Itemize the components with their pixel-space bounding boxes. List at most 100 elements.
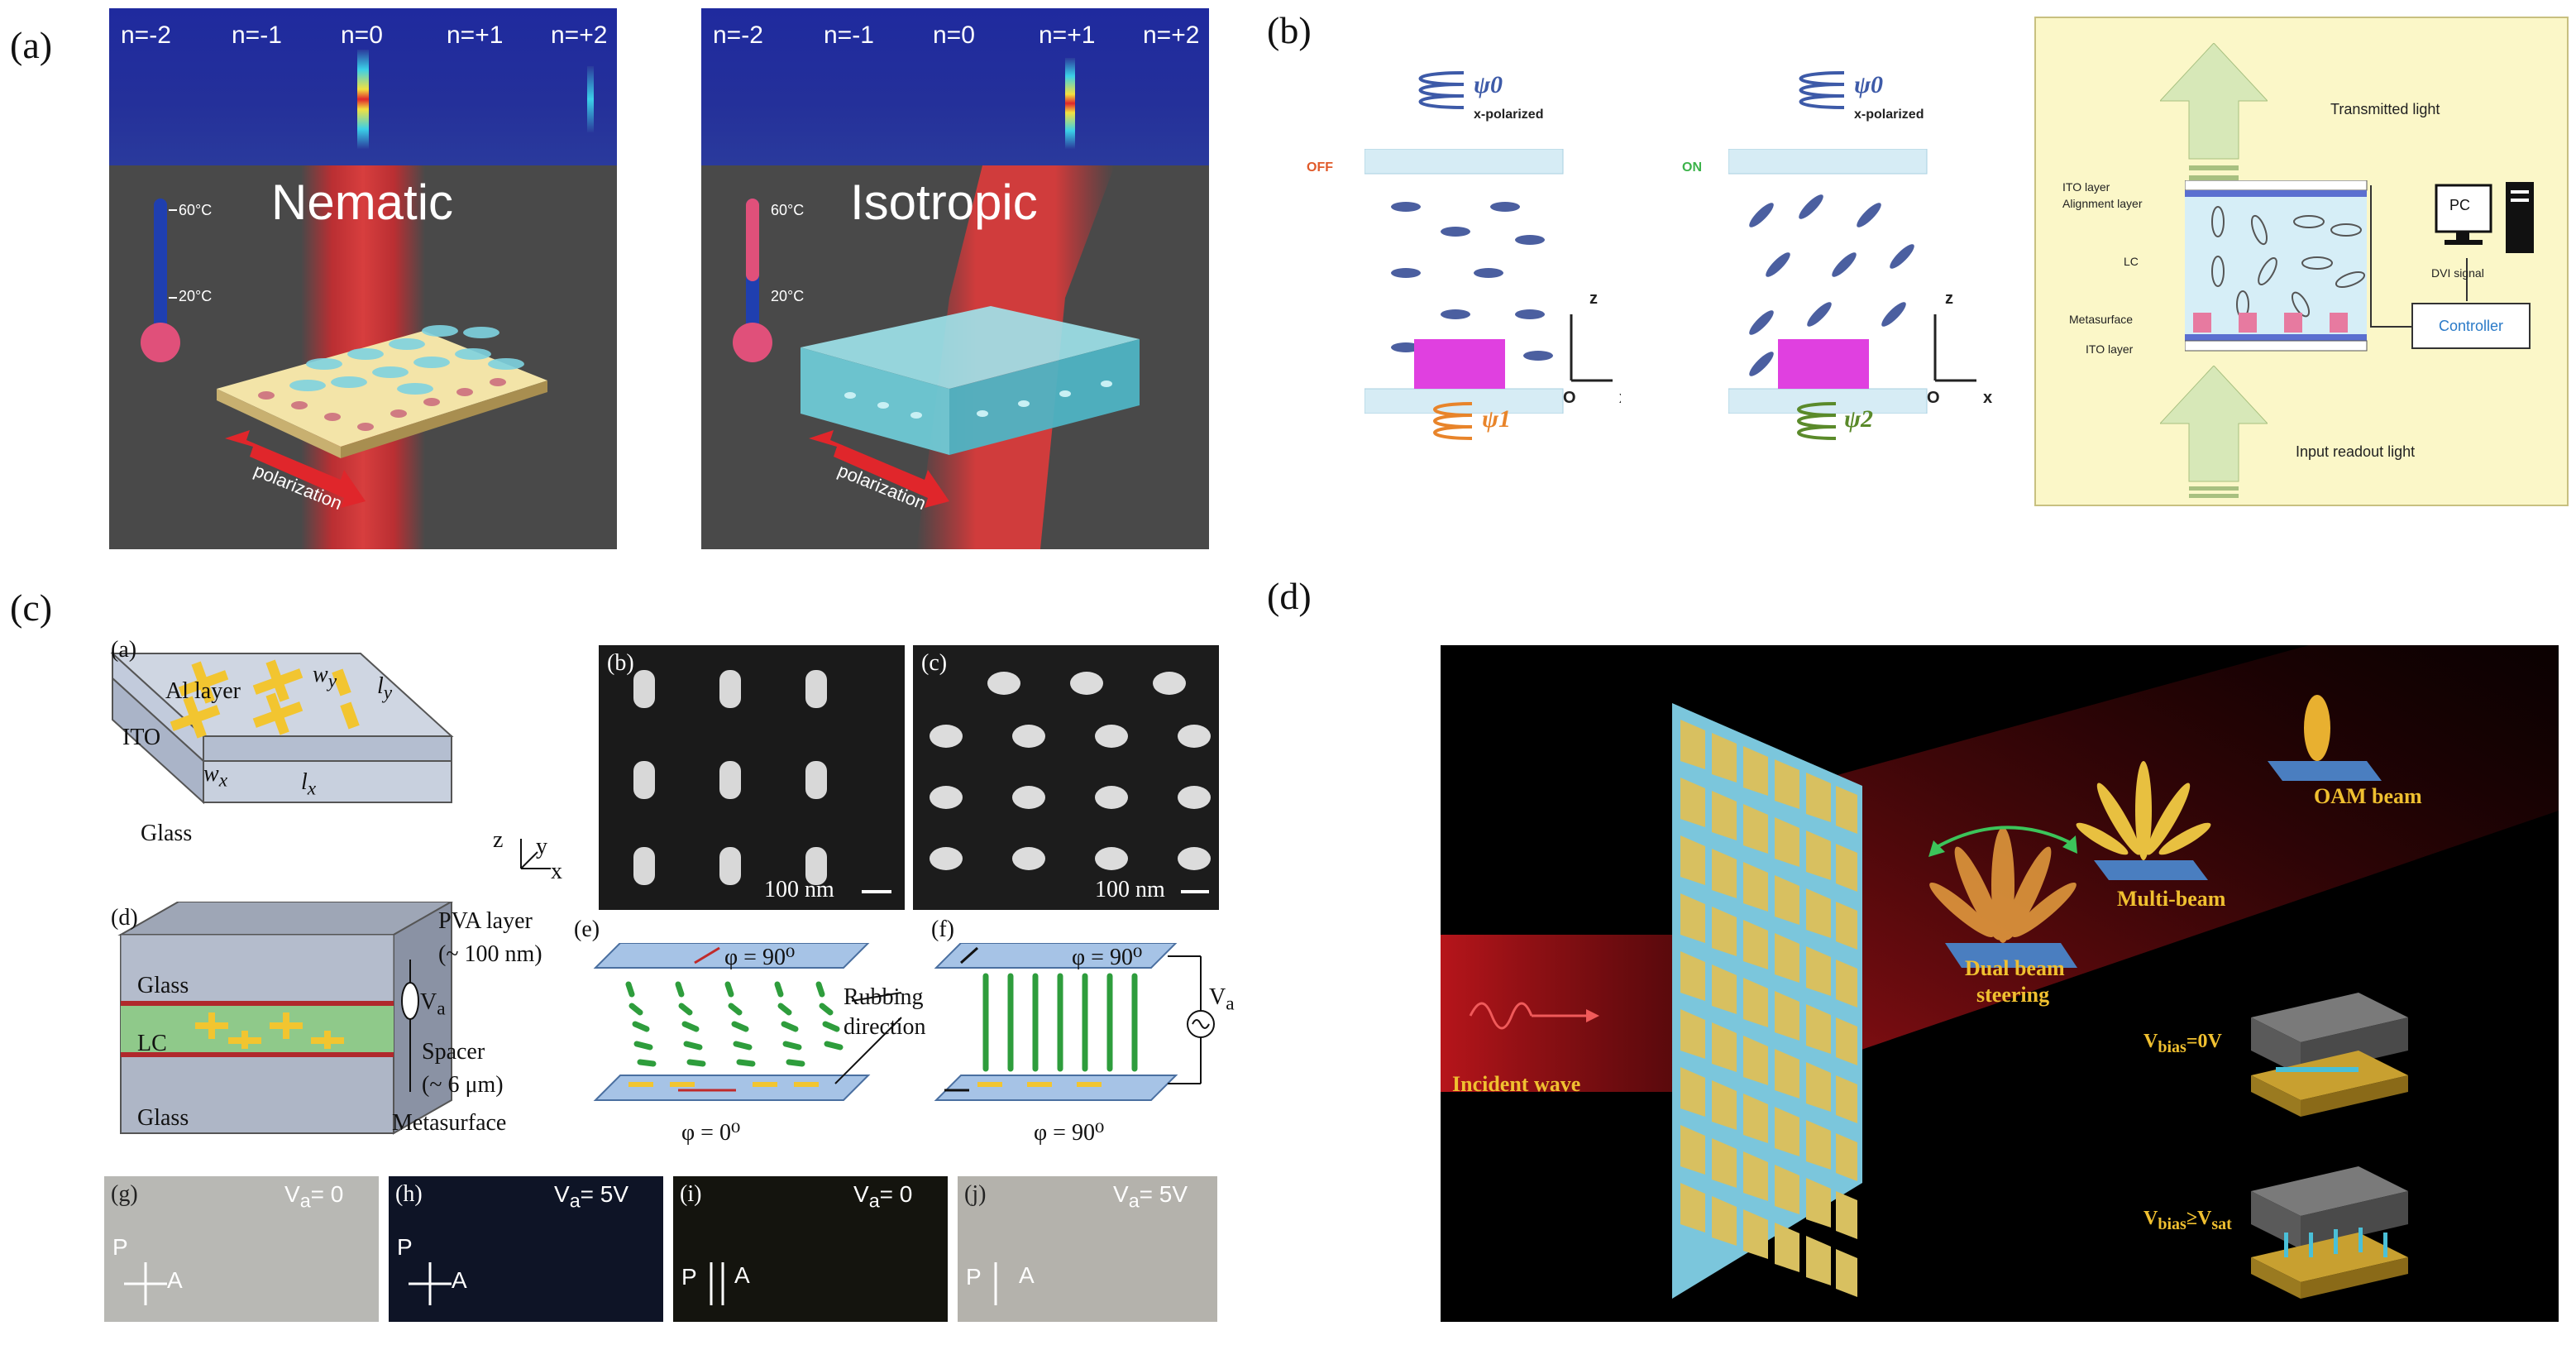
order-label: n=+2 <box>1143 22 1200 49</box>
voltage-label: Va= 0 <box>853 1181 913 1212</box>
order-label: n=+2 <box>551 22 608 49</box>
analyzer-label: A <box>167 1267 183 1293</box>
order-plus2-spot <box>587 66 594 132</box>
va-label: Va <box>420 989 446 1020</box>
dual-beam-label: Dual beam <box>1965 956 2065 980</box>
panel-a-isotropic: n=-2 n=-1 n=0 n=+1 n=+2 Isotropic 60°C 2… <box>701 8 1209 549</box>
multi-beam-label: Multi-beam <box>2117 887 2226 911</box>
order-label: n=-2 <box>121 22 171 49</box>
wx-label: wx <box>203 761 228 792</box>
analyzer-label: A <box>452 1267 467 1293</box>
thermometer-icon <box>141 199 180 362</box>
metasurface-lc-illustration <box>217 325 547 458</box>
controller-wire <box>2370 185 2372 328</box>
input-psi-label: ψ0 <box>1474 71 1503 98</box>
axis-z: z <box>1945 290 1953 308</box>
polarizer-label: P <box>966 1264 982 1290</box>
ito-label: ITO <box>122 725 161 750</box>
polarization-arrow-icon <box>225 430 366 508</box>
isotropic-lc-block <box>801 306 1140 455</box>
temp-low: 20°C <box>179 288 213 304</box>
order-0-spot <box>357 50 369 149</box>
lc-label: LC <box>137 1031 167 1056</box>
output-wave-icon <box>1797 402 1837 440</box>
order-label: n=+1 <box>447 22 504 49</box>
sub-label: (b) <box>607 650 634 676</box>
order-label: n=+1 <box>1039 22 1096 49</box>
axis-origin: O <box>1927 389 1940 407</box>
polarization-arrow-icon <box>809 430 949 508</box>
parallel-polarizer-icon <box>710 1262 724 1305</box>
order-label: n=0 <box>933 22 975 49</box>
pva-thickness-label: (~ 100 nm) <box>438 941 542 967</box>
sub-label: (e) <box>574 917 600 942</box>
bottom-angle-label: φ = 0⁰ <box>681 1120 741 1146</box>
pc-label: PC <box>2449 197 2471 213</box>
controller-box: Controller <box>2411 303 2531 349</box>
al-layer-label: Al layer <box>165 678 241 704</box>
va-label: Va <box>1209 984 1235 1015</box>
incident-wave-label: Incident wave <box>1452 1072 1581 1096</box>
input-readout-label: Input readout light <box>2296 443 2416 460</box>
dvi-cable <box>2466 258 2468 301</box>
axis-x: x <box>551 859 562 884</box>
lc-cell-on <box>1728 149 1976 414</box>
bottom-angle-label: φ = 90⁰ <box>1034 1120 1105 1146</box>
axis-origin: O <box>1563 389 1576 407</box>
panel-c-e-rubbing <box>593 943 902 1101</box>
crossed-polarizer-icon <box>124 1262 167 1305</box>
sem-nanostructures <box>633 670 827 885</box>
panel-label-a: (a) <box>10 24 53 66</box>
state-label-off: OFF <box>1307 160 1333 175</box>
sub-label: (a) <box>111 637 137 663</box>
parallel-polarizer-icon <box>994 1262 997 1305</box>
input-psi-label: ψ0 <box>1854 71 1884 98</box>
phase-title: Isotropic <box>850 175 1038 230</box>
axis-x: x <box>1983 389 1993 407</box>
state-label-on: ON <box>1682 160 1702 175</box>
scale-bar-label: 100 nm <box>764 877 834 902</box>
panel-c-b-sem: (b) 100 nm <box>599 645 905 910</box>
ly-label: ly <box>377 673 393 704</box>
spacer-thickness-label: (~ 6 μm) <box>422 1072 504 1098</box>
rubbing-direction-label: direction <box>844 1014 926 1040</box>
order-label: n=-1 <box>824 22 874 49</box>
glass-bottom-label: Glass <box>137 1105 189 1131</box>
dual-beam-steering-label: steering <box>1976 983 2050 1007</box>
order-label: n=-1 <box>232 22 282 49</box>
input-light-arrow <box>2160 366 2268 498</box>
input-wave-icon <box>1418 71 1465 109</box>
alignment-layer-label: Alignment layer <box>2062 197 2143 210</box>
sem-nanostructures <box>930 672 1211 870</box>
input-wave-icon <box>1799 71 1845 109</box>
lc-label: LC <box>2124 255 2139 268</box>
pc-icon <box>2435 182 2534 253</box>
scale-bar <box>1181 890 1209 893</box>
panel-b-off-state: ψ0 x-polarized OFF z O x ψ1 <box>1298 58 1621 471</box>
lc-cell-off <box>1364 149 1613 414</box>
panel-c-d-lc-cell <box>117 902 454 1135</box>
order-label: n=-2 <box>713 22 763 49</box>
panel-c-f-voltage <box>934 943 1215 1101</box>
oam-beam-label: OAM beam <box>2314 784 2422 808</box>
order-plus1-spot <box>1065 58 1075 149</box>
sub-label: (g) <box>111 1181 138 1207</box>
beam-illustration <box>1441 645 2559 1299</box>
pva-layer-label: PVA layer <box>438 908 533 934</box>
axis-x: x <box>1619 389 1621 408</box>
wy-label: wy <box>313 662 337 692</box>
phase-title: Nematic <box>271 175 454 230</box>
temp-low: 20°C <box>771 288 805 304</box>
rubbing-label: Rubbing <box>844 984 924 1010</box>
panel-d-beam-steering: Incident wave Dual beam steering Multi-b… <box>1441 645 2559 1322</box>
glass-label: Glass <box>141 821 193 846</box>
sub-label: (h) <box>395 1181 423 1207</box>
panel-a-nematic: n=-2 n=-1 n=0 n=+1 n=+2 Nematic 60°C 20°… <box>109 8 617 549</box>
output-wave-icon <box>1433 402 1473 440</box>
transmitted-light-arrow <box>2160 43 2268 180</box>
panel-label-c: (c) <box>10 586 53 629</box>
axis-z: z <box>493 827 504 853</box>
sub-label: (c) <box>921 650 948 676</box>
input-polarization-label: x-polarized <box>1474 108 1544 122</box>
crossed-polarizer-icon <box>409 1262 452 1305</box>
